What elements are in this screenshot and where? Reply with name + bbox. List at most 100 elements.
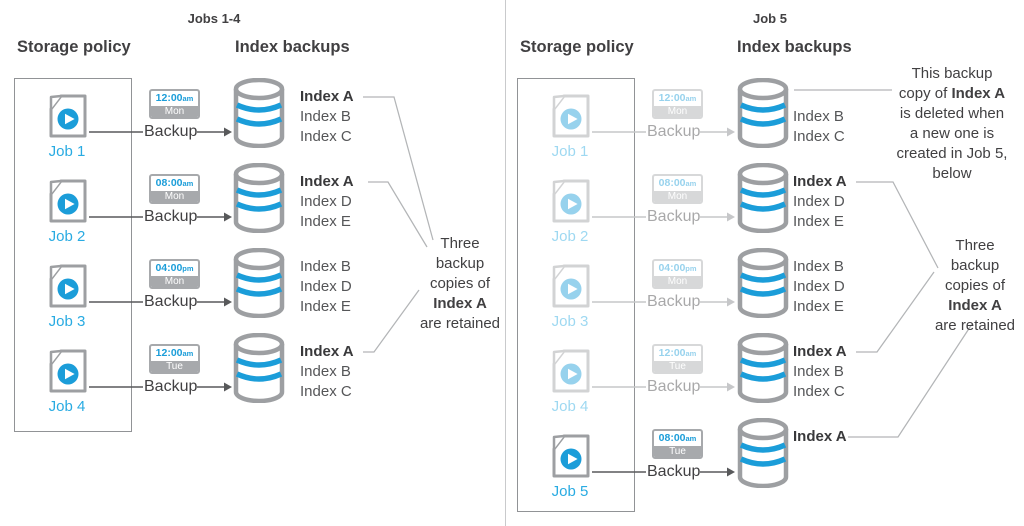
backup1-database-icon [737, 78, 789, 148]
deleted-copy-note: This backup copy of Index A is deleted w… [896, 65, 1008, 182]
backup4-database-icon [233, 333, 285, 403]
index-entry: Index A [793, 173, 847, 190]
backup1-index-list: Index A Index B Index C [300, 87, 354, 147]
panel-divider [505, 0, 506, 526]
index-entry: Index B [300, 108, 351, 125]
job2-file-icon [45, 177, 89, 225]
job4-file-icon [45, 347, 89, 395]
job3-backup-label: Backup [144, 293, 198, 310]
index-entry: Index A [793, 343, 847, 360]
badge-time: 08:00am [658, 177, 697, 189]
right-storage-policy-header: Storage policy [520, 38, 634, 56]
backup3-index-list: Index B Index D Index E [793, 257, 845, 317]
job3-label: Job 3 [551, 313, 589, 330]
backup5-index-list: Index A [793, 427, 847, 447]
left-storage-policy-box [14, 78, 132, 432]
index-entry: Index D [793, 278, 845, 295]
job1-backup-label: Backup [647, 123, 701, 140]
index-entry: Index B [793, 258, 844, 275]
index-entry: Index E [793, 213, 844, 230]
badge-time: 04:00pm [658, 262, 697, 274]
index-entry: Index C [300, 128, 352, 145]
index-entry: Index B [793, 108, 844, 125]
index-entry: Index A [300, 173, 354, 190]
badge-time: 12:00am [658, 347, 697, 359]
job3-backup-label: Backup [647, 293, 701, 310]
job4-backup-label: Backup [144, 378, 198, 395]
job5-file-icon [548, 432, 592, 480]
index-entry: Index D [793, 193, 845, 210]
job5-schedule-badge: 08:00am Tue [652, 429, 703, 459]
index-entry: Index B [300, 363, 351, 380]
job3-file-icon [45, 262, 89, 310]
left-arrowheads [224, 127, 232, 392]
right-index-backups-header: Index backups [737, 38, 852, 56]
backup2-database-icon [737, 163, 789, 233]
badge-day: Mon [654, 191, 701, 202]
job1-file-icon [45, 92, 89, 140]
badge-day: Mon [654, 106, 701, 117]
index-entry: Index E [793, 298, 844, 315]
left-retained-note: Three backup copies of Index A are retai… [419, 235, 501, 332]
index-entry: Index D [300, 278, 352, 295]
backup2-index-list: Index A Index D Index E [300, 172, 354, 232]
badge-time: 12:00am [658, 92, 697, 104]
index-entry: Index A [300, 88, 354, 105]
job2-backup-label: Backup [647, 208, 701, 225]
job5-backup-label: Backup [647, 463, 701, 480]
index-entry: Index C [793, 383, 845, 400]
job1-label: Job 1 [48, 143, 86, 160]
backup4-index-list: Index A Index B Index C [300, 342, 354, 402]
badge-day: Mon [151, 191, 198, 202]
job1-backup-label: Backup [144, 123, 198, 140]
index-entry: Index C [300, 383, 352, 400]
index-entry: Index C [793, 128, 845, 145]
job2-label: Job 2 [48, 228, 86, 245]
backup2-database-icon [233, 163, 285, 233]
badge-day: Mon [151, 106, 198, 117]
job1-schedule-badge: 12:00am Mon [652, 89, 703, 119]
job1-schedule-badge: 12:00am Mon [149, 89, 200, 119]
right-faded-arrowheads [727, 127, 735, 392]
job3-schedule-badge: 04:00pm Mon [652, 259, 703, 289]
job2-schedule-badge: 08:00am Mon [652, 174, 703, 204]
backup4-database-icon [737, 333, 789, 403]
job4-schedule-badge: 12:00am Tue [149, 344, 200, 374]
right-retained-note: Three backup copies of Index A are retai… [934, 237, 1016, 334]
job2-label: Job 2 [551, 228, 589, 245]
job4-file-icon [548, 347, 592, 395]
job3-file-icon [548, 262, 592, 310]
index-entry: Index D [300, 193, 352, 210]
backup4-index-list: Index A Index B Index C [793, 342, 847, 402]
right-storage-policy-box [517, 78, 635, 512]
job4-label: Job 4 [48, 398, 86, 415]
right-job5-arrowhead [727, 467, 735, 477]
badge-time: 08:00am [658, 432, 697, 444]
index-entry: Index A [300, 343, 354, 360]
backup2-index-list: Index A Index D Index E [793, 172, 847, 232]
left-index-backups-header: Index backups [235, 38, 350, 56]
backup3-database-icon [233, 248, 285, 318]
index-entry: Index B [300, 258, 351, 275]
badge-day: Mon [654, 276, 701, 287]
job4-label: Job 4 [551, 398, 589, 415]
backup3-index-list: Index B Index D Index E [300, 257, 352, 317]
index-entry: Index E [300, 298, 351, 315]
left-panel-title: Jobs 1-4 [187, 11, 241, 26]
right-panel-title: Job 5 [753, 11, 787, 26]
backup1-index-list: Index B Index C [793, 107, 845, 147]
job4-schedule-badge: 12:00am Tue [652, 344, 703, 374]
badge-day: Tue [151, 361, 198, 372]
job3-label: Job 3 [48, 313, 86, 330]
backup5-database-icon [737, 418, 789, 488]
backup1-database-icon [233, 78, 285, 148]
index-entry: Index E [300, 213, 351, 230]
badge-time: 08:00am [155, 177, 194, 189]
index-entry: Index B [793, 363, 844, 380]
job2-schedule-badge: 08:00am Mon [149, 174, 200, 204]
job1-file-icon [548, 92, 592, 140]
job2-backup-label: Backup [144, 208, 198, 225]
job3-schedule-badge: 04:00pm Mon [149, 259, 200, 289]
job4-backup-label: Backup [647, 378, 701, 395]
